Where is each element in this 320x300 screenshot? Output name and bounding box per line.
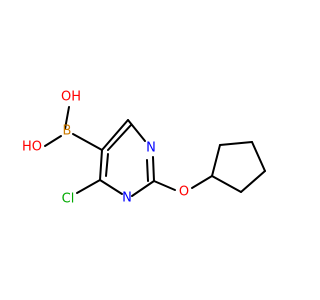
bond-cp-1 <box>211 144 221 177</box>
molecule-diagram: OH HO B N N Cl O <box>22 90 266 207</box>
bond-layer <box>44 106 266 197</box>
bond-c4-c5 <box>99 149 103 181</box>
atom-chlorine: Cl <box>62 192 75 207</box>
bond-c2-o <box>153 180 176 191</box>
atom-oh-top: OH <box>61 90 81 105</box>
atom-boron: B <box>63 124 72 139</box>
bond-n1-c2-inner <box>146 159 149 182</box>
atom-label-layer: OH HO B N N Cl O <box>22 90 189 207</box>
bond-cp-4 <box>240 170 266 193</box>
bond-b-c5 <box>72 133 103 151</box>
atom-oh-bottom: HO <box>22 140 42 155</box>
bond-n3-c4 <box>99 179 123 195</box>
atom-ether-oxygen: O <box>179 185 189 200</box>
bond-c5-c6 <box>101 119 129 151</box>
bond-b-oh-top <box>64 106 70 130</box>
bond-o-cyclopentyl <box>191 175 213 189</box>
bond-n1-c2 <box>152 156 155 182</box>
bond-cp-5 <box>211 175 242 193</box>
atom-nitrogen-top: N <box>146 141 156 156</box>
bond-c4-cl <box>76 179 101 194</box>
bond-c6-n1 <box>127 119 146 142</box>
bond-b-oh-bottom <box>44 135 62 147</box>
atom-nitrogen-bottom: N <box>122 191 132 206</box>
bond-c4-c5-inner <box>105 153 109 177</box>
bond-cp-3 <box>251 141 266 172</box>
bond-c5-c6-inner <box>107 124 132 151</box>
bond-cp-2 <box>219 141 253 146</box>
bond-c2-n3 <box>131 180 155 197</box>
